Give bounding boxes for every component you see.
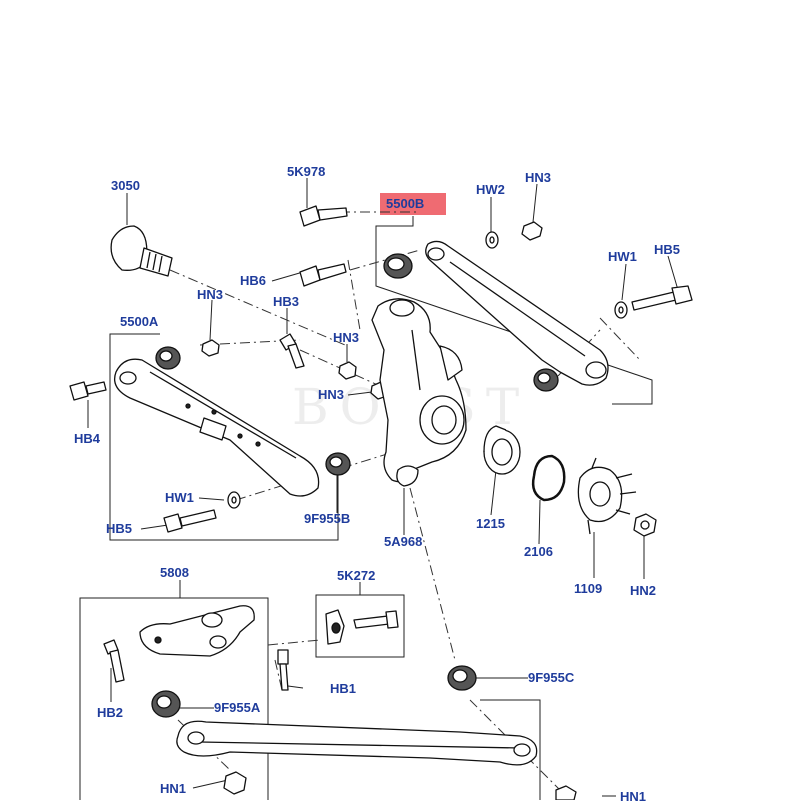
label-hn1-right: HN1 xyxy=(620,789,647,804)
label-5a968: 5A968 xyxy=(384,534,423,549)
label-hb1: HB1 xyxy=(330,681,357,696)
label-hw2: HW2 xyxy=(476,182,505,197)
label-3050: 3050 xyxy=(111,178,140,193)
label-hn2: HN2 xyxy=(630,583,657,598)
label-hb2: HB2 xyxy=(97,705,124,720)
label-5k272: 5K272 xyxy=(337,568,376,583)
label-hb6: HB6 xyxy=(240,273,267,288)
group-box-9f955c xyxy=(480,699,541,800)
label-5k978: 5K978 xyxy=(287,164,326,179)
group-box-5500b xyxy=(375,216,653,405)
label-9f955c: 9F955C xyxy=(528,670,575,685)
label-hn3-low: HN3 xyxy=(318,387,345,402)
label-hb3: HB3 xyxy=(273,294,300,309)
label-hn1-left: HN1 xyxy=(160,781,187,796)
label-hb4: HB4 xyxy=(74,431,101,446)
label-hn3-mid: HN3 xyxy=(333,330,360,345)
label-9f955a: 9F955A xyxy=(214,700,261,715)
label-hb5-right: HB5 xyxy=(654,242,681,257)
label-hn3-left: HN3 xyxy=(197,287,224,302)
label-2106: 2106 xyxy=(524,544,553,559)
label-1109: 1109 xyxy=(574,581,603,596)
group-box-5500a xyxy=(109,333,339,541)
label-1215: 1215 xyxy=(476,516,505,531)
label-5808: 5808 xyxy=(160,565,189,580)
label-5500b: 5500B xyxy=(386,196,425,211)
group-box-5808 xyxy=(79,597,269,800)
label-9f955b: 9F955B xyxy=(304,511,351,526)
label-hw1-right: HW1 xyxy=(608,249,637,264)
label-5500a: 5500A xyxy=(120,314,159,329)
highlight-5500b xyxy=(380,193,446,215)
label-hn3-top: HN3 xyxy=(525,170,552,185)
label-hw1-left: HW1 xyxy=(165,490,194,505)
label-hb5-left: HB5 xyxy=(106,521,133,536)
